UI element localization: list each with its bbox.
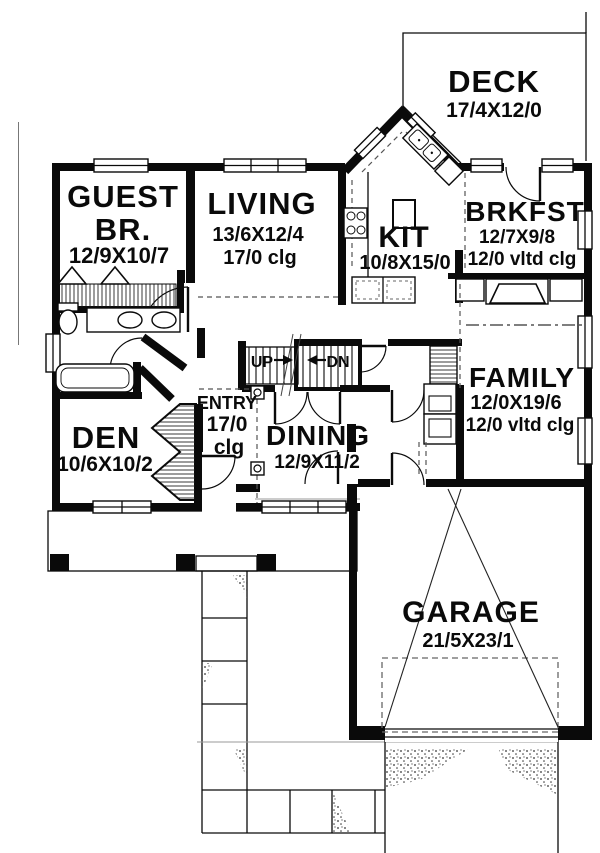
bathtub: [55, 363, 135, 393]
window: [261, 500, 347, 514]
room-labels: DECK 17/4X12/0 GUEST BR. 12/9X10/7 LIVIN…: [57, 64, 585, 652]
bay-window: [353, 126, 387, 160]
breakfast-ceiling: 12/0 vltd clg: [468, 249, 577, 270]
family-dims: 12/0X19/6: [470, 392, 561, 414]
room-entry: ENTRY 17/0 clg: [197, 393, 257, 459]
guest-closet: [56, 265, 177, 308]
staircase: UP DN: [241, 333, 362, 397]
family-ceiling: 12/0 vltd clg: [466, 415, 575, 436]
deck-dims: 17/4X12/0: [446, 99, 542, 122]
porch-column: [50, 554, 69, 571]
pantry-closet: [428, 340, 459, 390]
family-label: FAMILY: [469, 362, 575, 393]
porch-column: [176, 554, 195, 571]
window: [577, 417, 593, 465]
den-label: DEN: [72, 420, 140, 455]
room-breakfast: BRKFST 12/7X9/8 12/0 vltd clg: [465, 196, 585, 270]
room-garage: GARAGE 21/5X23/1: [402, 596, 540, 652]
entry-label: ENTRY: [197, 393, 257, 413]
kitchen-dims: 10/8X15/0: [359, 252, 450, 274]
dining-label: DINING: [266, 420, 370, 451]
bathroom-fixtures: [55, 302, 181, 393]
kitchen-sink: [401, 122, 450, 171]
window: [577, 315, 593, 369]
porch-column: [257, 554, 276, 571]
family-garage-wall: [456, 479, 592, 487]
room-family: FAMILY 12/0X19/6 12/0 vltd clg: [466, 362, 575, 436]
dining-side-door: [304, 450, 340, 485]
refrigerator: [392, 199, 416, 229]
entry-ceiling-1: 17/0: [207, 413, 248, 436]
room-den: DEN 10/6X10/2: [57, 420, 153, 476]
reference-lines: [198, 173, 584, 503]
window: [92, 500, 152, 514]
stairs-up-label: UP: [251, 354, 274, 371]
laundry-door-lower: [390, 452, 425, 486]
breakfast-deck-door: [505, 166, 542, 202]
garage-dims: 21/5X23/1: [422, 630, 513, 652]
sink: [151, 311, 177, 329]
room-kitchen: KIT 10/8X15/0: [359, 221, 450, 274]
sink: [117, 311, 143, 329]
guest-label-1: GUEST: [67, 179, 179, 214]
windows: [45, 111, 593, 514]
breakfast-dims: 12/7X9/8: [479, 227, 555, 248]
window: [93, 158, 149, 173]
fireplace: [455, 278, 583, 305]
laundry-door-upper: [390, 389, 425, 423]
entry-ceiling-2: clg: [214, 436, 244, 459]
room-deck: DECK 17/4X12/0: [446, 64, 542, 122]
dining-dims: 12/9X11/2: [274, 452, 360, 473]
room-living: LIVING 13/6X12/4 17/0 clg: [207, 186, 316, 269]
kitchen-cabinet: [433, 155, 465, 187]
living-dims: 13/6X12/4: [212, 224, 304, 246]
window: [541, 158, 574, 173]
front-walkway: [197, 571, 558, 834]
stairs-down-label: DN: [326, 354, 349, 371]
guest-label-2: BR.: [95, 212, 151, 247]
up-arrow: [274, 355, 293, 365]
dining-double-door: [273, 391, 342, 425]
entry-coat-closet: [150, 403, 197, 501]
garage-label: GARAGE: [402, 596, 540, 629]
window: [577, 210, 593, 250]
entry-jamb-wall: [194, 452, 202, 511]
living-ceiling: 17/0 clg: [223, 247, 296, 269]
room-dining: DINING 12/9X11/2: [266, 420, 370, 473]
room-guest-bedroom: GUEST BR. 12/9X10/7: [67, 179, 179, 268]
window: [45, 333, 61, 373]
breakfast-label: BRKFST: [465, 196, 585, 227]
garage-left-wall: [349, 487, 357, 740]
range: [343, 207, 368, 239]
den-dims: 10/6X10/2: [57, 453, 153, 476]
garage-bottom-wall: [349, 726, 385, 740]
garage-bottom-wall: [558, 726, 592, 740]
window: [470, 158, 503, 173]
laundry-appliances: [423, 383, 457, 445]
down-arrow: [307, 355, 326, 365]
deck-label: DECK: [448, 64, 540, 99]
driveway: [384, 740, 559, 853]
garage-door: [381, 488, 559, 738]
guest-dims: 12/9X10/7: [69, 243, 169, 268]
stair-treads: [248, 342, 353, 388]
toilet: [58, 309, 78, 335]
kitchen-fixtures: [343, 122, 465, 304]
window: [223, 158, 307, 173]
kitchen-label: KIT: [378, 221, 429, 254]
entry-columns: [250, 385, 265, 476]
stair-hall-door: [359, 344, 387, 373]
front-entry-door: [201, 454, 236, 490]
living-label: LIVING: [207, 186, 316, 221]
